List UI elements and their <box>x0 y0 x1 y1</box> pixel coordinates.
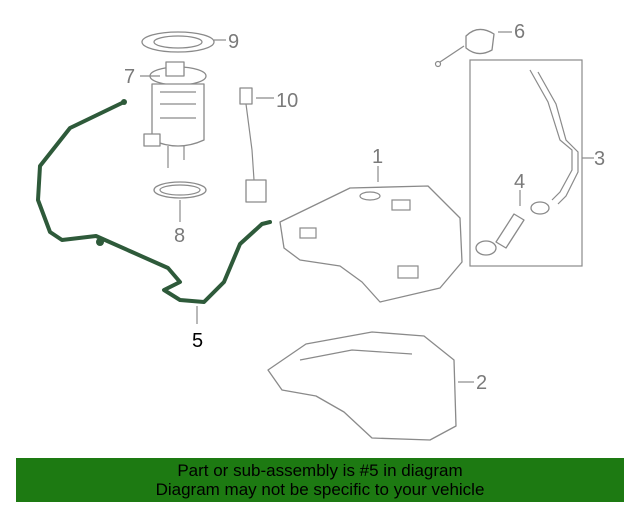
info-banner: Part or sub-assembly is #5 in diagram Di… <box>16 458 624 502</box>
part-5-wiring-harness <box>36 99 272 324</box>
part-3-filler-pipe <box>469 59 594 267</box>
callout-6: 6 <box>514 21 525 43</box>
callout-2: 2 <box>476 372 487 394</box>
callout-4: 4 <box>514 171 525 193</box>
part-1-fuel-tank <box>279 166 463 303</box>
part-4-hose <box>475 190 550 256</box>
part-2-shield <box>267 331 474 441</box>
callout-9: 9 <box>228 31 239 53</box>
part-9-lock-ring <box>141 31 226 53</box>
callout-5: 5 <box>192 330 203 352</box>
part-10-sender <box>239 87 274 203</box>
callout-8: 8 <box>174 225 185 247</box>
part-8-seal <box>153 181 207 222</box>
part-7-fuel-pump-module <box>140 61 207 168</box>
banner-line-1: Part or sub-assembly is #5 in diagram <box>177 461 463 480</box>
part-6-fuel-cap <box>434 28 512 68</box>
callout-7: 7 <box>124 66 135 88</box>
banner-line-2: Diagram may not be specific to your vehi… <box>155 480 485 499</box>
callout-3: 3 <box>594 148 605 170</box>
callout-10: 10 <box>276 90 298 112</box>
callout-1: 1 <box>372 146 383 168</box>
